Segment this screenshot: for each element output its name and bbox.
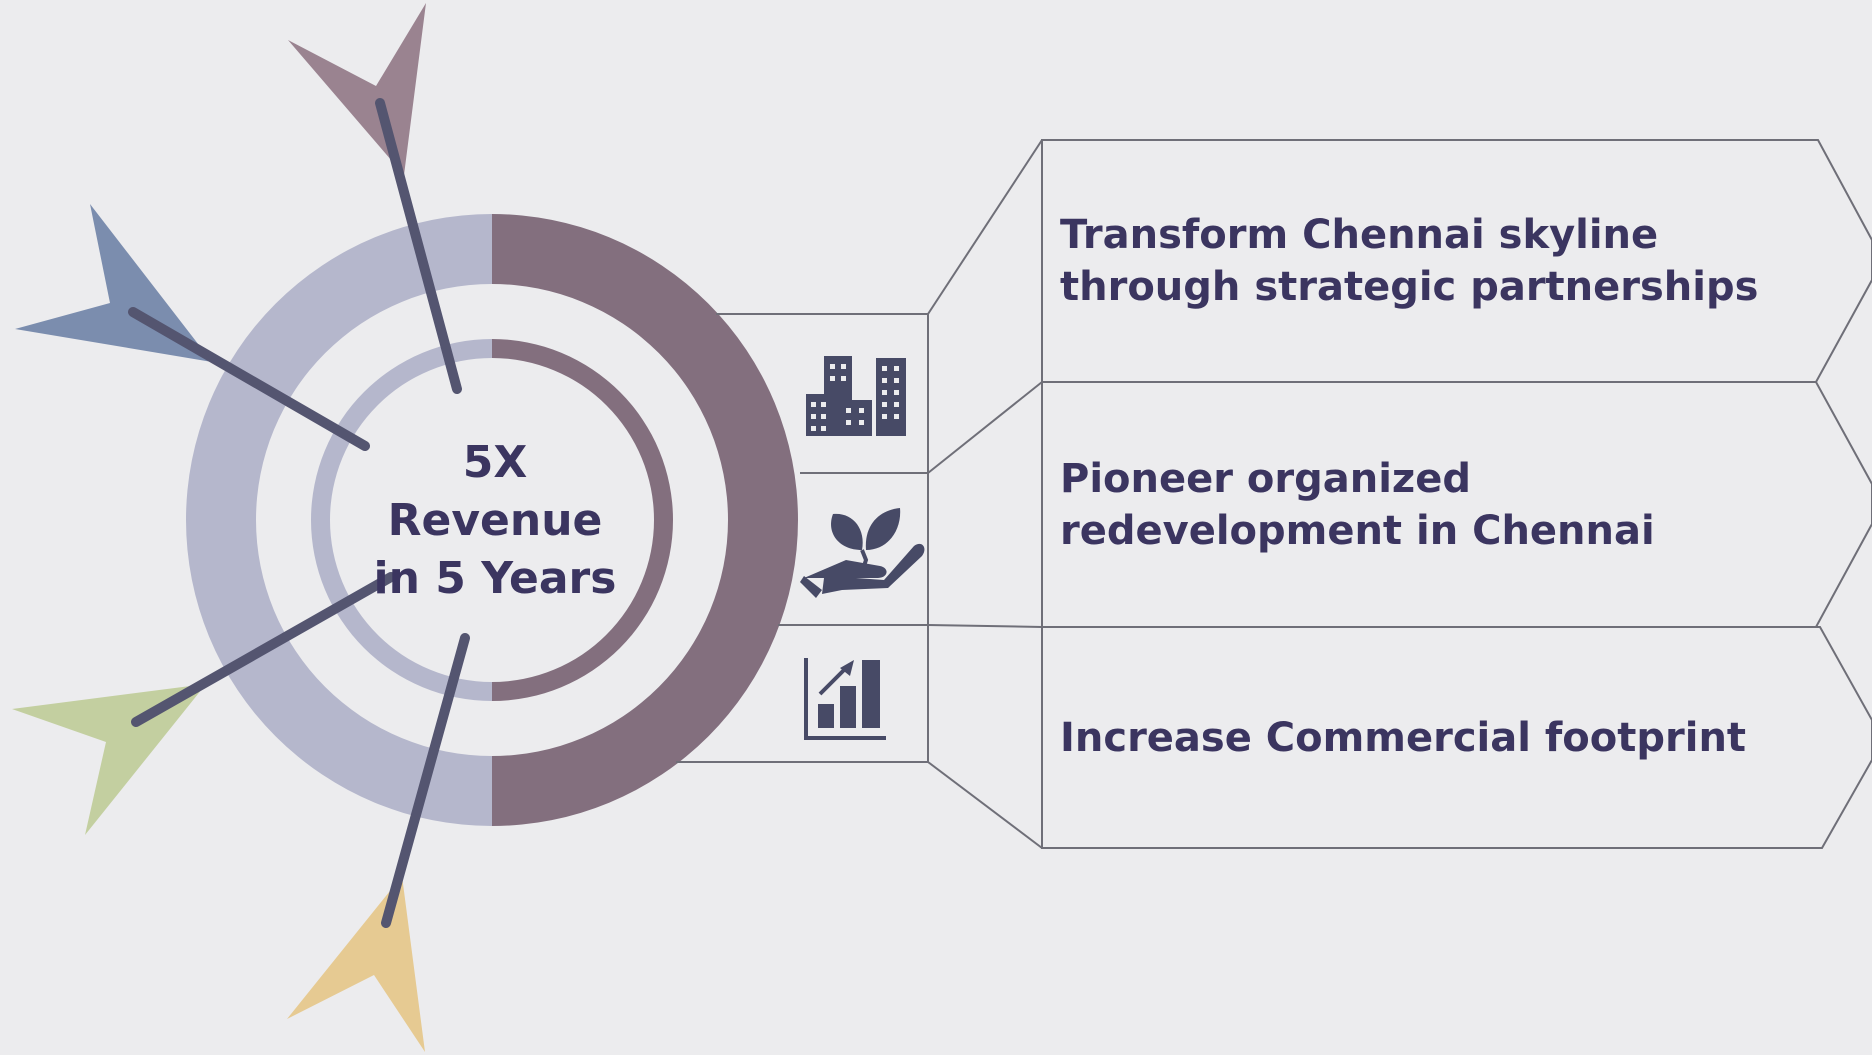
- needle-bottom-left: [131, 572, 396, 727]
- needle-left: [128, 307, 370, 451]
- arrowhead-bottom-left: [12, 684, 206, 835]
- center-revenue-label: 5X Revenue in 5 Years: [340, 434, 650, 608]
- center-line-2: Revenue: [387, 495, 603, 546]
- center-line-1: 5X: [462, 437, 528, 488]
- needle-top: [375, 98, 462, 394]
- icon-box-top: [716, 313, 929, 474]
- connector-middle: [927, 381, 1043, 474]
- connector-bottom-b: [927, 761, 1043, 849]
- center-line-3: in 5 Years: [373, 553, 617, 604]
- arrowhead-bottom: [287, 876, 425, 1052]
- arrowhead-top: [288, 3, 426, 175]
- needle-bottom: [381, 633, 470, 928]
- inner-ring-right: [492, 339, 673, 701]
- buildings-icon: [806, 356, 906, 436]
- inner-ring-left: [311, 339, 492, 701]
- needles: [128, 98, 470, 928]
- goal-3-text: Increase Commercial footprint: [1060, 715, 1747, 761]
- connector-top: [927, 139, 1043, 315]
- plant-in-hand-icon: [800, 508, 925, 598]
- goal-2-text: Pioneer organized redevelopment in Chenn…: [1060, 456, 1655, 554]
- outer-ring-left: [186, 214, 492, 826]
- goal-1-text: Transform Chennai skyline through strate…: [1060, 212, 1759, 310]
- outer-ring-right: [492, 214, 798, 826]
- arrowhead-left: [15, 204, 212, 362]
- connector-bottom-a: [927, 624, 1043, 628]
- growth-chart-icon: [804, 658, 886, 740]
- goal-banner-3: [1041, 626, 1872, 849]
